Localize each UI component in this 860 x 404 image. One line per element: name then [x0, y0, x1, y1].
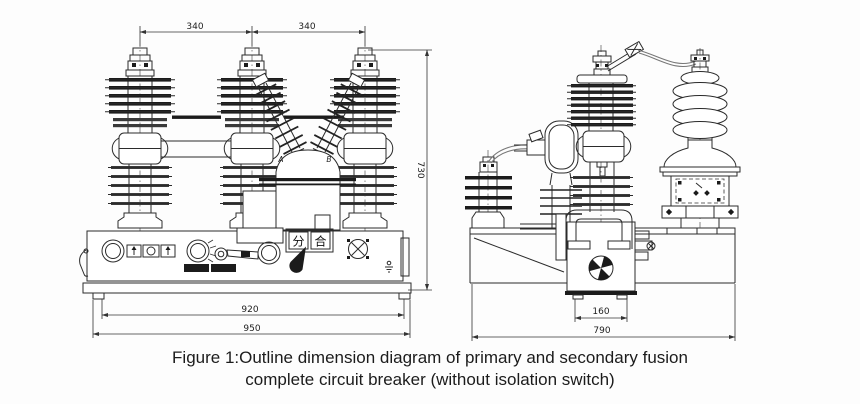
side-hinge — [400, 237, 410, 277]
indicator-close-label: 合 — [314, 234, 326, 249]
dimension-base-depth: 790 — [471, 284, 736, 341]
mechanism-box: 分 合 — [79, 227, 412, 300]
pole-column-side — [567, 40, 645, 295]
connection-wire-upper — [637, 49, 697, 68]
open-close-indicator: 分 合 — [285, 228, 334, 253]
operation-interface — [101, 227, 284, 265]
dim-920: 920 — [241, 305, 258, 315]
top-clamp — [605, 40, 645, 72]
operation-port — [588, 255, 614, 281]
mechanism-box-side — [555, 209, 656, 300]
post-insulator — [465, 150, 512, 229]
figure-caption-line1: Figure 1:Outline dimension diagram of pr… — [172, 348, 688, 367]
surge-arrester — [659, 48, 741, 228]
front-view: 340 340 A B — [79, 22, 432, 338]
insulator-pole-left — [104, 39, 176, 232]
ground-terminal — [385, 260, 393, 273]
dimension-widths: 920 950 — [92, 299, 411, 338]
nameplate-left — [184, 264, 209, 272]
figure-caption-line2: complete circuit breaker (without isolat… — [245, 370, 615, 389]
operation-handle — [289, 246, 306, 273]
dimension-height: 730 — [368, 49, 432, 291]
indicator-open-label: 分 — [292, 235, 304, 249]
manual-knob — [347, 239, 369, 259]
dim-730: 730 — [415, 161, 425, 178]
interrupter-dome: A B — [242, 149, 356, 231]
phase-label-b: B — [326, 155, 331, 164]
side-view: 160 790 — [465, 40, 741, 341]
secondary-box — [670, 175, 730, 207]
pole-link-bars — [161, 115, 344, 158]
phase-label-a: A — [277, 155, 283, 164]
dim-340-left: 340 — [186, 22, 203, 32]
ct-disc — [514, 120, 582, 230]
dim-160: 160 — [592, 307, 609, 317]
connection-wire-lower — [488, 144, 531, 164]
nameplate-right — [211, 264, 236, 272]
dimension-pole-foot: 160 — [574, 299, 628, 322]
lifting-hook — [79, 248, 89, 277]
dim-340-right: 340 — [298, 22, 315, 32]
dimension-phase-spacing: 340 340 — [139, 22, 366, 46]
dim-790: 790 — [593, 326, 610, 336]
dim-950: 950 — [243, 324, 260, 334]
